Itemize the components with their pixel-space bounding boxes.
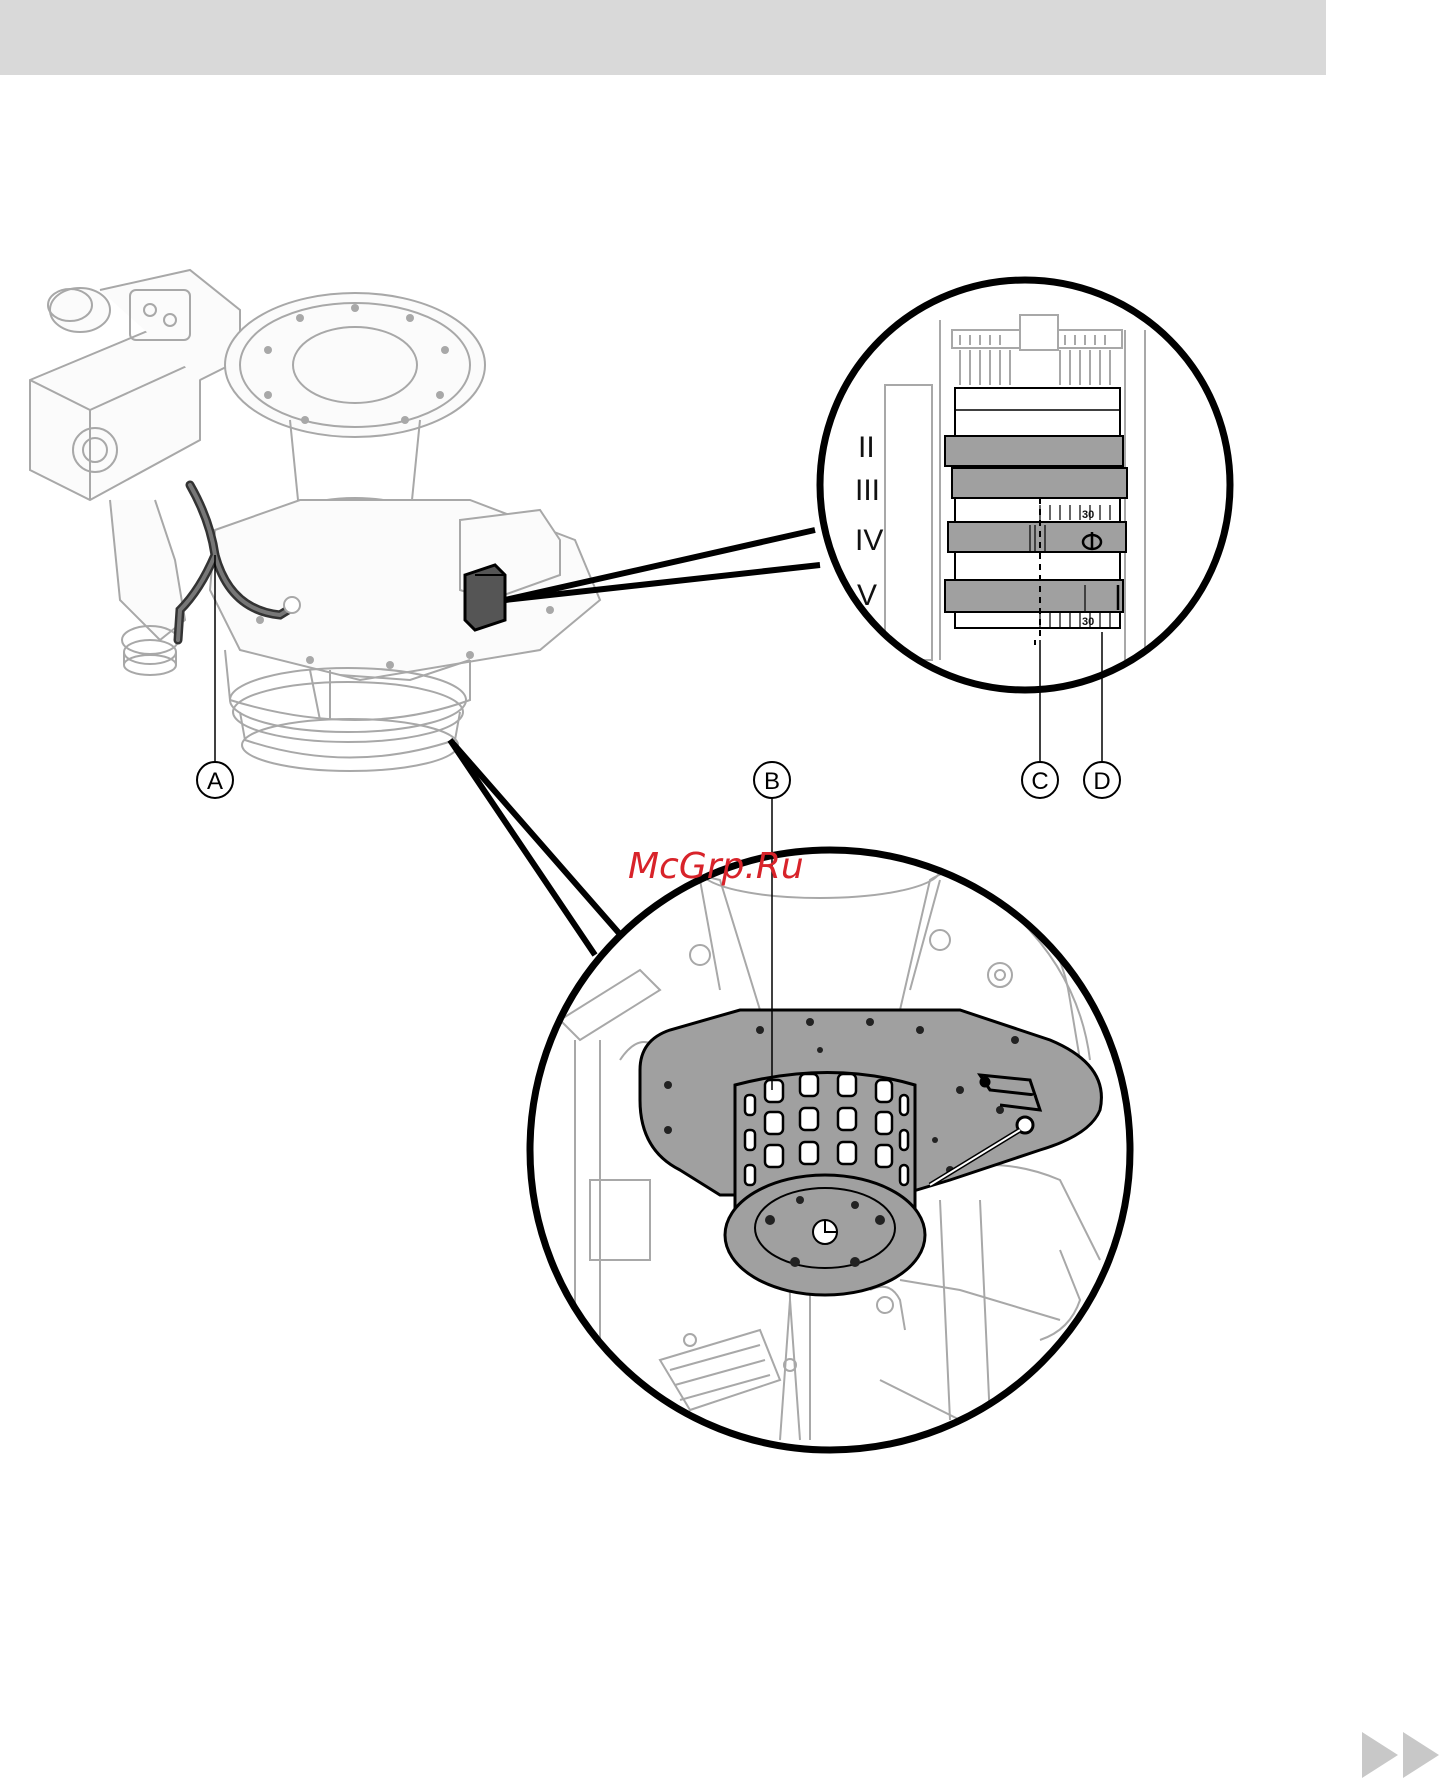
- next-page-icon[interactable]: [1362, 1732, 1439, 1778]
- position-label-iv: IV: [855, 524, 883, 557]
- callout-label-a: A: [207, 768, 223, 795]
- position-label-iii: III: [855, 474, 880, 507]
- callout-label-d: D: [1093, 768, 1110, 795]
- burner-assembly: [30, 270, 600, 771]
- position-bar-iii: [952, 468, 1127, 498]
- position-label-ii: II: [858, 431, 875, 464]
- detail-circle-top: 30 30 II III IV V: [820, 280, 1230, 690]
- detail-pointer-bottom: [450, 740, 625, 955]
- watermark: McGrp.Ru: [628, 846, 804, 887]
- callout-label-b: B: [764, 768, 780, 795]
- detail-circle-bottom: [530, 842, 1130, 1450]
- scale-number-upper: 30: [1082, 509, 1094, 521]
- scale-number-lower: 30: [1082, 616, 1094, 628]
- position-bar-ii: [945, 436, 1123, 466]
- callout-label-c: C: [1031, 768, 1048, 795]
- air-damper-indicator: [465, 565, 505, 630]
- position-label-v: V: [857, 579, 877, 612]
- position-bar-v: [945, 580, 1123, 612]
